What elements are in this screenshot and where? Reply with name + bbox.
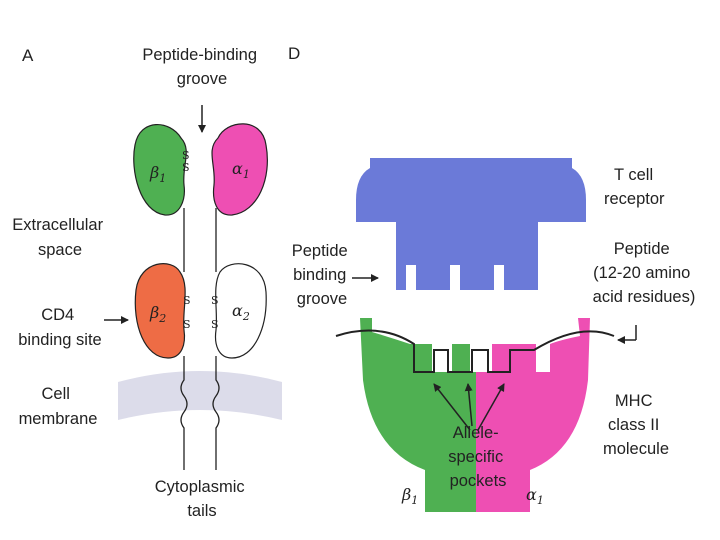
peptide-chain [335,329,615,373]
membrane-label: Cell membrane [19,385,98,428]
panel-a-label: A [22,46,34,65]
alpha2-label: α2 [232,301,250,323]
beta-chain-stalk [180,208,188,470]
mhc-label: MHC class II molecule [603,392,669,458]
alpha1-domain [211,123,268,216]
cytoplasmic-label: Cytoplasmic tails [155,478,249,520]
alpha1-label: α1 [232,159,250,181]
cd4-binding-label: CD4 binding site [18,306,101,349]
pocket-arrow-2 [464,383,473,427]
alpha-chain-stalk [212,208,220,470]
beta2-label: β2 [149,303,166,325]
groove-label-d: Peptide binding groove [292,242,353,308]
mhc-beta1-label: β1 [401,485,418,507]
disulfide-s-4: S [183,318,191,331]
panel-a: A Peptide-binding groove β1 α1 β2 α2 S S… [12,46,282,520]
beta1-domain [133,124,187,216]
panel-d: D T cell receptor Peptide binding groove… [288,44,695,512]
mhc-alpha1 [476,318,590,512]
alpha2-domain [214,263,267,359]
t-cell-receptor [356,158,586,290]
disulfide-s-2: S [182,161,190,174]
cell-membrane-band [118,371,282,420]
disulfide-s-5: S [211,294,219,307]
groove-label-a: Peptide-binding groove [142,46,261,88]
peptide-label: Peptide (12-20 amino acid residues) [593,240,696,306]
pockets-label: Allele- specific pockets [448,424,508,490]
disulfide-s-1: S [182,149,190,162]
beta1-label: β1 [149,163,166,185]
disulfide-s-3: S [183,294,191,307]
beta2-domain [134,263,186,359]
tcr-label: T cell receptor [604,166,665,208]
extracellular-label: Extracellular space [12,216,107,259]
panel-d-label: D [288,44,300,63]
pocket-arrow-3 [477,383,505,431]
pocket-arrow-1 [433,383,471,431]
mhc-groove-pockets [372,318,580,372]
mhc-alpha1-label: α1 [526,485,544,507]
disulfide-s-6: S [211,318,219,331]
